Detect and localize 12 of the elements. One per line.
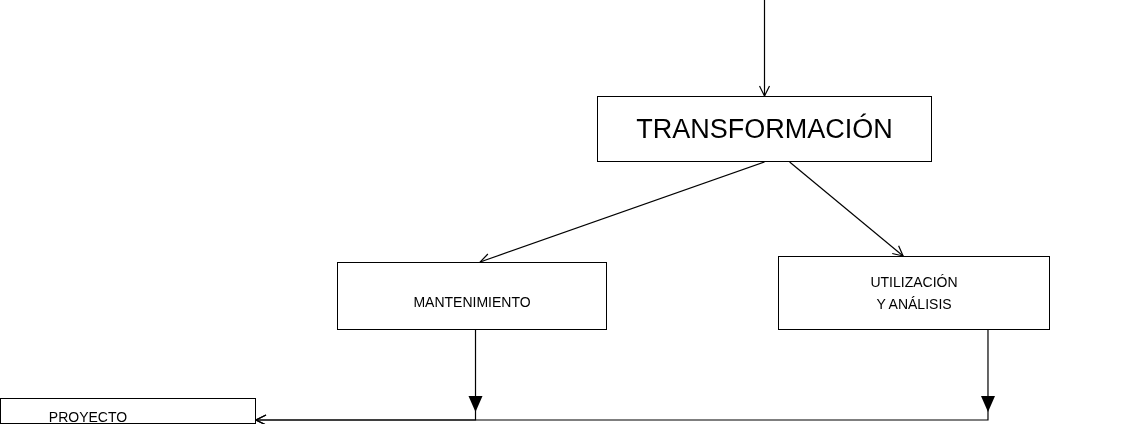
process-box xyxy=(0,398,256,424)
arrow xyxy=(789,161,904,257)
arrow xyxy=(255,329,995,424)
arrow xyxy=(758,0,771,97)
box-label: MANTENIMIENTO xyxy=(413,292,531,312)
box-label: TRANSFORMACIÓN xyxy=(636,112,893,146)
arrow xyxy=(479,161,766,264)
process-box xyxy=(337,262,607,330)
box-label: UTILIZACIÓN Y ANÁLISIS xyxy=(869,273,959,314)
process-box xyxy=(597,96,932,162)
box-label: PROYECTO xyxy=(48,408,128,424)
process-box xyxy=(778,256,1050,330)
